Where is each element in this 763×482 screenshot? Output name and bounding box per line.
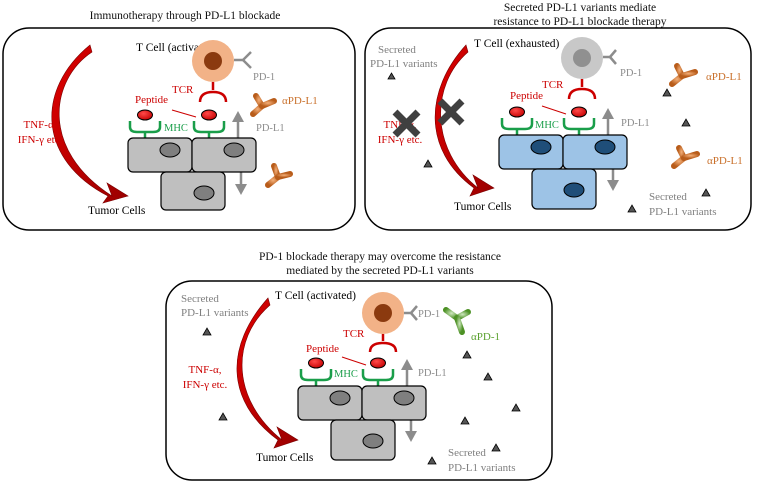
secreted-label: Secreted [181,293,219,305]
secreted-label: Secreted [378,44,416,56]
tcr-label: TCR [542,79,564,91]
tumor-label: Tumor Cells [88,205,146,217]
pdl1-label: PD-L1 [256,123,285,134]
block-x-icon [392,109,421,138]
tcr-label: TCR [343,328,365,340]
pd1-receptor [603,49,617,65]
tumor-cell [562,134,628,170]
secreted-label-2: PD-L1 variants [181,307,249,319]
mhc-label: MHC [535,120,559,131]
tumor-cell [297,385,363,421]
peptide-label: Peptide [510,90,543,102]
tcell-nucleus [374,304,392,322]
antibody-label: αPD-L1 [707,155,743,167]
tumor-cell [191,137,257,173]
antibody [669,63,698,87]
mhc-molecules [299,369,395,386]
pd1-receptor [234,51,252,69]
cytokines-label-2: IFN-γ etc. [18,134,63,146]
panel1-title: Immunotherapy through PD-L1 blockade [89,10,281,22]
cytokines-label: TNF-α, [189,364,222,376]
secreted-label: Secreted [448,447,486,459]
peptide-label: Peptide [135,94,168,106]
antibody-label: αPD-1 [471,331,500,343]
tcell-nucleus [573,49,591,67]
tumor-nucleus [223,142,245,158]
antibody [443,307,471,335]
pdl1-arrows [401,359,417,442]
mhc-molecules [128,121,226,138]
peptide-pointer [171,109,197,118]
secreted-label: Secreted [649,191,687,203]
antibody [265,163,293,188]
panel1: TNF-α, IFN-γ etc. T Cell (activated) PD-… [2,27,356,231]
tumor-nucleus [393,390,415,406]
tcell-label: T Cell (exhausted) [474,38,560,50]
secreted-label-2: PD-L1 variants [370,58,438,70]
tumor-nucleus [530,139,552,155]
cytokines-label-2: IFN-γ etc. [378,134,423,146]
panel2: Secreted PD-L1 variants TNF-α, IFN-γ etc… [364,27,752,231]
tcell-nucleus [204,52,222,70]
cytokine-arrow [51,44,129,204]
panel3-frame [165,280,553,481]
antibody [671,145,700,169]
cytokines-label: TNF-α, [24,119,57,131]
block-x-icon [437,98,465,126]
peptide-right [370,357,386,369]
mhc-molecules [500,118,596,135]
antibody-label: αPD-L1 [282,95,318,107]
tcell-label: T Cell (activated) [275,290,356,302]
pdl1-arrows [232,111,247,195]
panel1-frame [2,27,356,231]
tumor-cell [498,134,564,170]
cytokine-arrow [236,297,299,449]
mhc-label: MHC [334,369,358,380]
peptide-left [137,109,153,121]
panel3: Secreted PD-L1 variants TNF-α, IFN-γ etc… [165,280,553,481]
tumor-nucleus [563,182,585,198]
tumor-label: Tumor Cells [454,201,512,213]
peptide-left [509,106,525,118]
pd1-label: PD-1 [418,309,440,320]
peptide-right [571,106,587,118]
antibody-label: αPD-L1 [706,71,742,83]
peptide-pointer [341,356,367,366]
tumor-label: Tumor Cells [256,452,314,464]
panel2-frame [364,27,752,231]
tcr [368,334,398,353]
secreted-pdl1-triangles [387,72,711,213]
tumor-cell [160,171,226,211]
tcr [198,82,228,103]
mhc-label: MHC [164,123,188,134]
tumor-nucleus [159,142,181,158]
tcr-label: TCR [172,84,194,96]
tumor-nucleus [362,433,384,449]
peptide-pointer [541,105,567,115]
tumor-nucleus [193,185,215,201]
secreted-label-2: PD-L1 variants [649,206,717,218]
peptide-right [201,109,217,121]
tumor-nucleus [594,139,616,155]
pdl1-arrows [602,108,619,191]
pdl1-label: PD-L1 [621,118,650,129]
pdl1-label: PD-L1 [418,368,447,379]
antibody [250,93,277,117]
secreted-label-2: PD-L1 variants [448,462,516,474]
panel3-title: PD-1 blockade therapy may overcome the r… [258,251,502,277]
cytokines-label-2: IFN-γ etc. [183,379,228,391]
peptide-left [308,357,324,369]
secreted-pdl1-triangles [202,327,521,465]
pd1-label: PD-1 [253,72,275,83]
peptide-label: Peptide [306,343,339,355]
pd1-label: PD-1 [620,68,642,79]
pd1-receptor [404,305,418,321]
tumor-cell [361,385,427,421]
panel2-title: Secreted PD-L1 variants mediate resistan… [493,2,667,28]
cytokine-arrow [434,44,495,197]
tcr [567,79,597,100]
tumor-cell [127,137,193,173]
tumor-nucleus [329,390,351,406]
